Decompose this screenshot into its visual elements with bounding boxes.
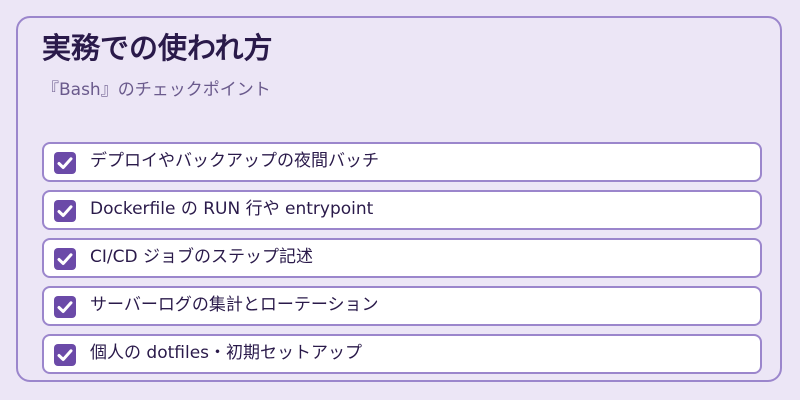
checklist-item[interactable]: Dockerfile の RUN 行や entrypoint (42, 190, 762, 230)
checkmark-icon (57, 205, 73, 217)
card-subtitle: 『Bash』のチェックポイント (42, 80, 271, 100)
checklist-item-label: 個人の dotfiles・初期セットアップ (90, 343, 363, 363)
checkmark-icon (57, 157, 73, 169)
checkbox-checked[interactable] (54, 248, 76, 270)
card-title: 実務での使われ方 (42, 31, 273, 65)
checkbox-checked[interactable] (54, 152, 76, 174)
checkmark-icon (57, 301, 73, 313)
checklist-item-label: Dockerfile の RUN 行や entrypoint (90, 199, 374, 219)
checklist-item[interactable]: サーバーログの集計とローテーション (42, 286, 762, 326)
checkbox-checked[interactable] (54, 296, 76, 318)
checkmark-icon (57, 253, 73, 265)
checklist: デプロイやバックアップの夜間バッチ Dockerfile の RUN 行や en… (42, 142, 762, 382)
checklist-item[interactable]: 個人の dotfiles・初期セットアップ (42, 334, 762, 374)
checklist-item[interactable]: CI/CD ジョブのステップ記述 (42, 238, 762, 278)
checklist-item-label: サーバーログの集計とローテーション (90, 295, 379, 315)
checklist-item-label: デプロイやバックアップの夜間バッチ (90, 151, 379, 171)
checkbox-checked[interactable] (54, 344, 76, 366)
checkbox-checked[interactable] (54, 200, 76, 222)
checkmark-icon (57, 349, 73, 361)
checklist-item-label: CI/CD ジョブのステップ記述 (90, 247, 313, 267)
checklist-item[interactable]: デプロイやバックアップの夜間バッチ (42, 142, 762, 182)
checkpoint-card: 実務での使われ方 『Bash』のチェックポイント デプロイやバックアップの夜間バ… (16, 16, 782, 382)
